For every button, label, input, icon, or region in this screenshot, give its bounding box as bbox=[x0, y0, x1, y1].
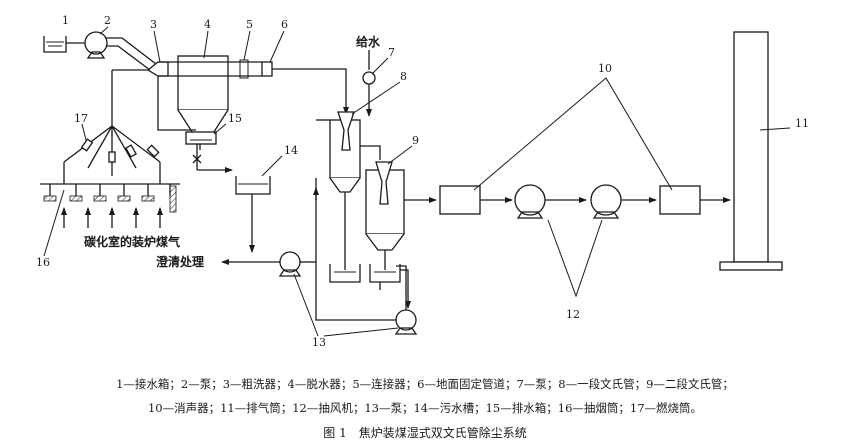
num-1: 1 bbox=[62, 14, 69, 27]
num-8: 8 bbox=[400, 70, 407, 83]
drain-tank-15 bbox=[185, 131, 233, 173]
exhaust-stack-11 bbox=[719, 31, 791, 271]
furnace-row-16 bbox=[40, 183, 180, 228]
num-14: 14 bbox=[284, 144, 298, 157]
num-10: 10 bbox=[598, 62, 612, 75]
silencer-10-left bbox=[439, 185, 513, 215]
pump-13-upper bbox=[221, 251, 316, 277]
callout-numbers: 1 2 3 4 5 6 7 8 9 10 11 12 13 14 15 16 1… bbox=[36, 14, 809, 349]
leader-12 bbox=[547, 219, 603, 298]
label-coke-oven-gas: 碳化室的装炉煤气 bbox=[84, 234, 180, 249]
fixed-ground-pipe-6 bbox=[261, 61, 349, 115]
venturi-stage-1-8 bbox=[316, 111, 361, 270]
leader-10 bbox=[473, 77, 673, 191]
water-tank-1 bbox=[43, 36, 86, 53]
drain-line bbox=[157, 76, 196, 131]
dehydrator-4 bbox=[177, 55, 229, 150]
supply-pump-7 bbox=[362, 50, 376, 117]
silencer-10-right bbox=[659, 185, 731, 215]
num-11: 11 bbox=[795, 117, 809, 130]
num-3: 3 bbox=[150, 18, 157, 31]
fan-12-left bbox=[514, 184, 587, 219]
num-7: 7 bbox=[388, 46, 395, 59]
fan-12-right bbox=[590, 184, 657, 219]
pump-2 bbox=[84, 31, 157, 71]
label-clarification: 澄清处理 bbox=[156, 254, 204, 269]
coarse-scrubber-3 bbox=[146, 61, 169, 77]
venturi-stage-2-9 bbox=[360, 145, 437, 270]
num-13: 13 bbox=[312, 336, 326, 349]
pump-13-lower bbox=[313, 178, 418, 335]
burner-branches-17 bbox=[63, 125, 161, 184]
num-6: 6 bbox=[281, 18, 288, 31]
num-2: 2 bbox=[104, 14, 111, 27]
label-water-supply: 给水 bbox=[356, 34, 381, 49]
figure-caption: 图 1 焦炉装煤湿式双文氏管除尘系统 bbox=[323, 426, 527, 440]
num-15: 15 bbox=[228, 112, 242, 125]
num-12: 12 bbox=[566, 308, 580, 321]
num-4: 4 bbox=[204, 18, 211, 31]
num-9: 9 bbox=[412, 134, 419, 147]
num-17: 17 bbox=[74, 112, 88, 125]
legend-line-2: 10—消声器；11—排气筒；12—抽风机；13—泵；14—污水槽；15—排水箱；… bbox=[147, 401, 703, 415]
num-5: 5 bbox=[246, 18, 253, 31]
legend-line-1: 1—接水箱；2—泵；3—粗洗器；4—脱水器；5—连接器；6—地面固定管道；7—泵… bbox=[116, 377, 734, 391]
settling-tanks bbox=[329, 264, 411, 309]
num-16: 16 bbox=[36, 256, 50, 269]
sewage-tank-14 bbox=[235, 176, 271, 253]
